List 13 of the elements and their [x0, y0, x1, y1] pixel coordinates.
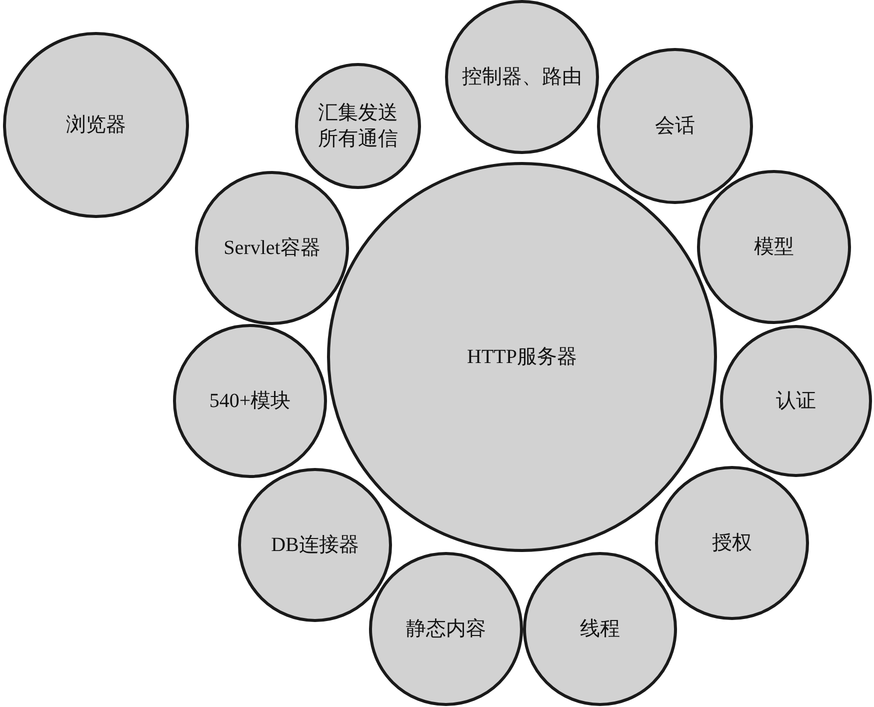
node-label: 控制器、路由	[462, 65, 582, 90]
node-label: 授权	[712, 531, 752, 556]
node-label: 汇集发送所有通信	[317, 101, 399, 152]
node-label: 线程	[580, 617, 620, 642]
node-label: 会话	[655, 114, 695, 139]
node-label: 模型	[754, 235, 794, 260]
node-label: 认证	[776, 389, 816, 414]
node-label: Servlet容器	[224, 236, 320, 261]
node-label: 540+模块	[209, 389, 291, 414]
node-label: 浏览器	[66, 113, 126, 138]
node-label: DB连接器	[271, 533, 359, 558]
node-label: HTTP服务器	[467, 345, 577, 370]
node-label: 静态内容	[406, 617, 486, 642]
